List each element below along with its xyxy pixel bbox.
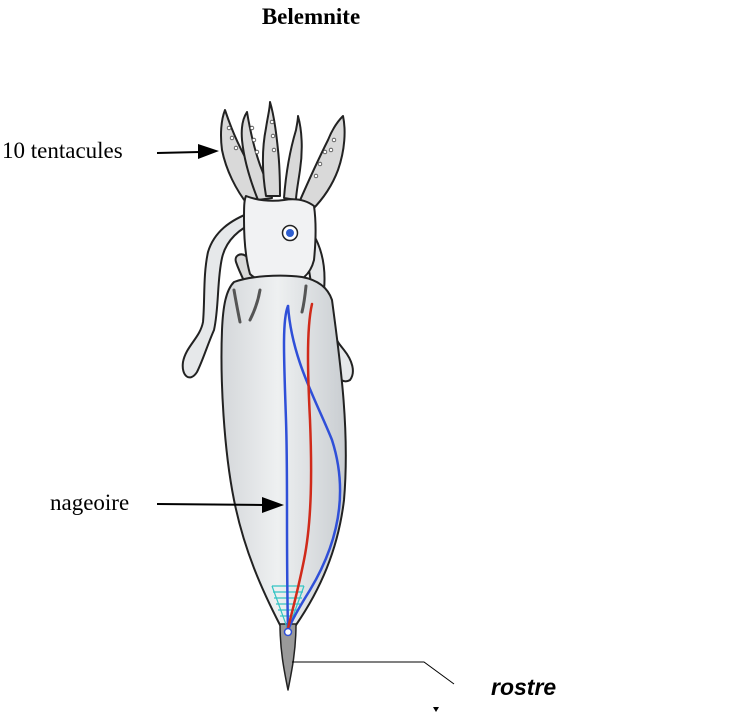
tentacles bbox=[220, 101, 346, 211]
fin-pointer-arrow bbox=[156, 497, 284, 513]
vessel-red bbox=[286, 302, 314, 630]
diagram-title: Belemnite bbox=[261, 4, 361, 29]
fin-label: nageoire bbox=[50, 490, 130, 515]
rostrum-pointer-line bbox=[292, 661, 455, 712]
tentacles-label: 10 tentacules bbox=[2, 138, 123, 163]
left-arm bbox=[181, 211, 257, 379]
mantle bbox=[220, 274, 347, 626]
vessel-blue-left bbox=[282, 304, 290, 632]
rostrum bbox=[279, 623, 297, 691]
head bbox=[243, 195, 317, 285]
rostrum-label: rostre bbox=[491, 674, 557, 700]
vessel-blue-right bbox=[286, 304, 342, 632]
tentacles-pointer-arrow bbox=[156, 144, 219, 159]
